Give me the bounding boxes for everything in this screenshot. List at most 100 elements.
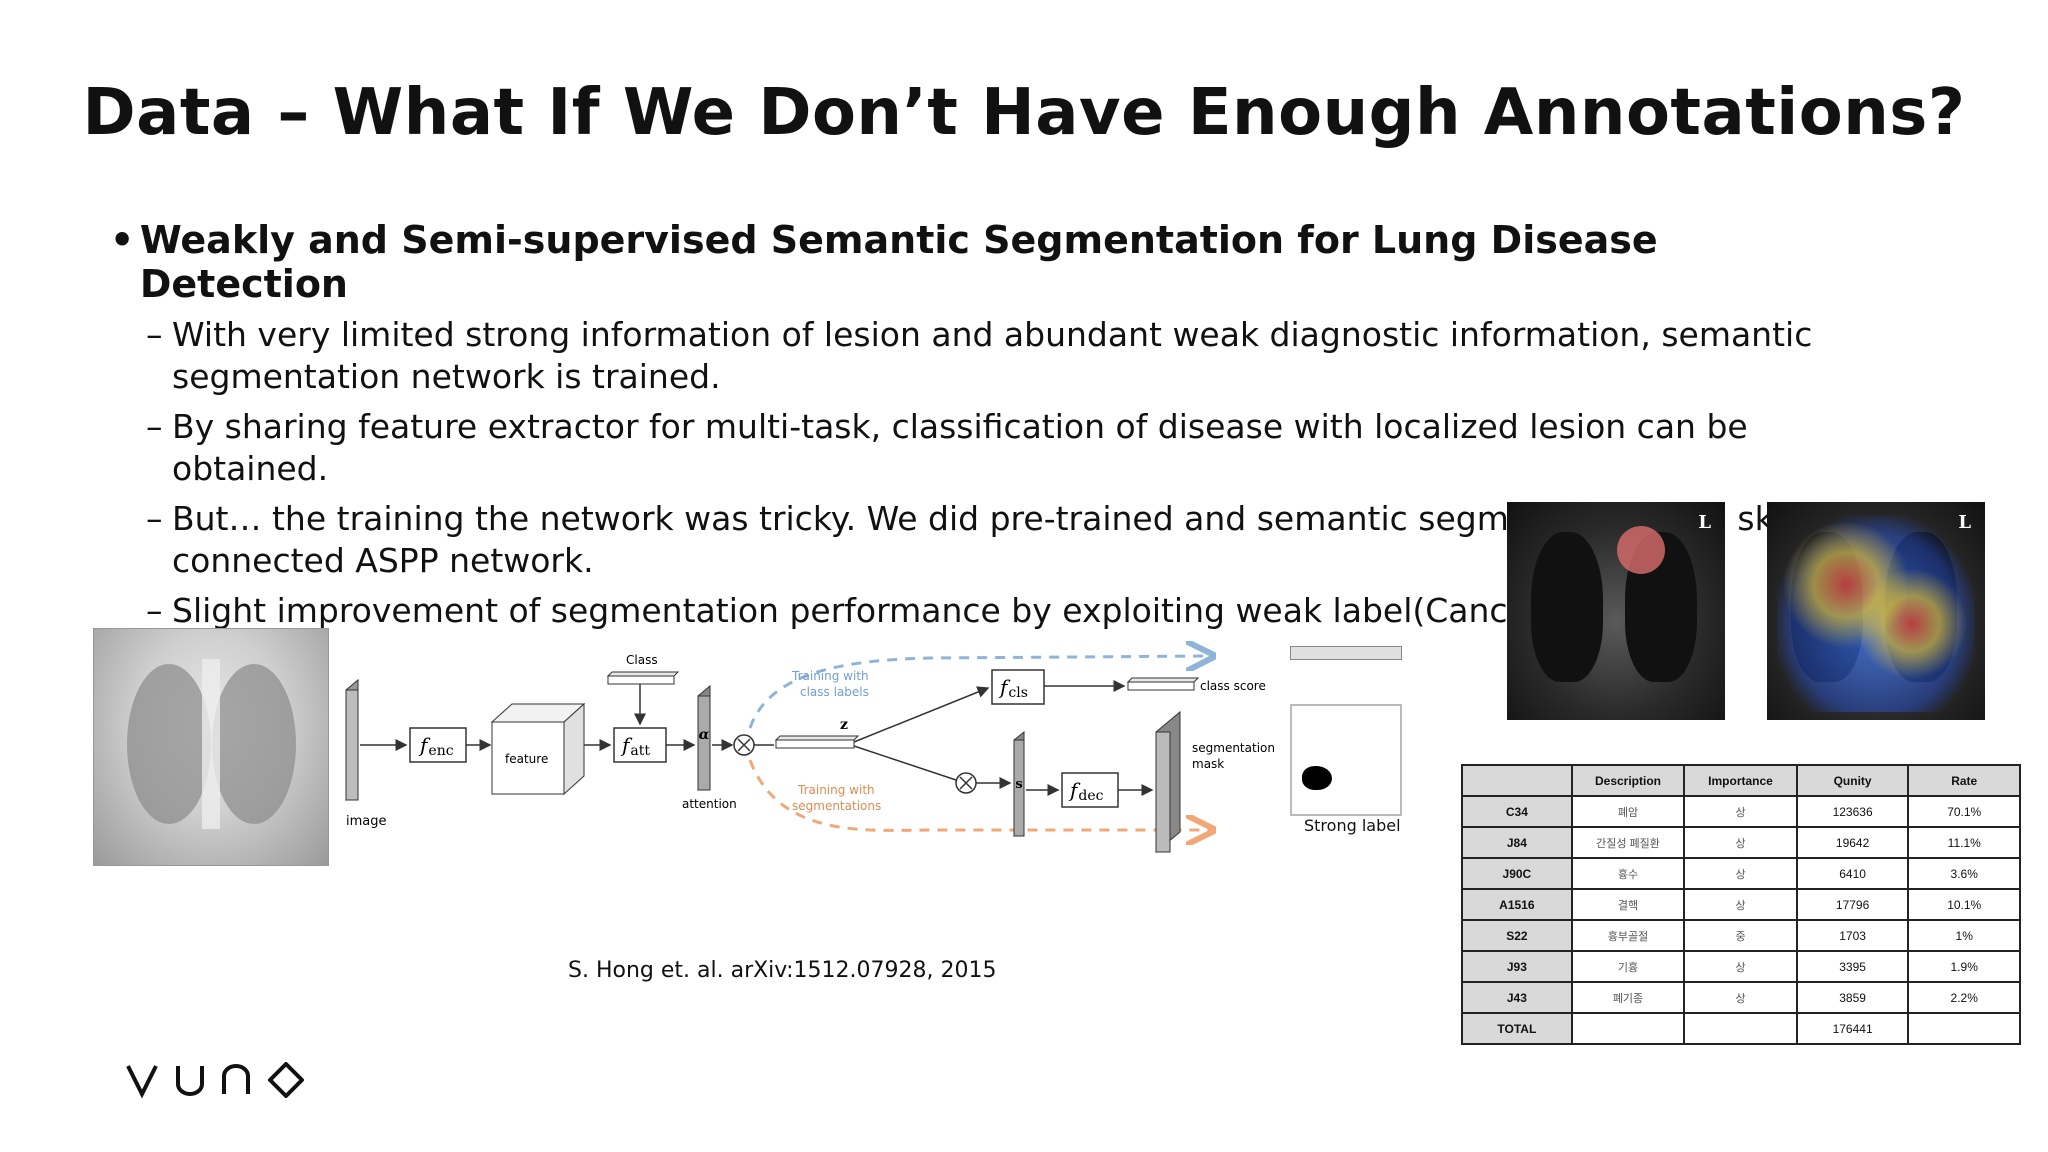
bullet-dash: – [146,499,163,538]
table-cell: 11.1% [1907,826,2021,859]
main-bullet-text: Weakly and Semi-supervised Semantic Segm… [139,218,1658,306]
table-row: J43 폐기종 상 3859 2.2% [1461,981,2021,1014]
table-row: J90C 흉수 상 6410 3.6% [1461,857,2021,890]
table-cell: A1516 [1461,888,1573,921]
table-cell: J90C [1461,857,1573,890]
table-cell: 17796 [1795,888,1910,921]
table-cell: 상 [1683,981,1798,1014]
table-cell: TOTAL [1461,1012,1573,1045]
alpha-label: α [699,727,710,743]
multiply-node [955,772,977,794]
table-cell: 폐암 [1570,795,1686,828]
arrow [853,686,990,743]
s-slab: s [1013,730,1025,838]
sub-bullet: – With very limited strong information o… [146,314,1870,398]
sub-bullet-text: Slight improvement of segmentation perfo… [172,591,1555,630]
table-cell: 결핵 [1570,888,1686,921]
table-row: J93 기흉 상 3395 1.9% [1461,950,2021,983]
chest-xray-input [93,628,329,866]
chest-xray-lungs [127,659,296,829]
attention-slab: α [697,684,711,792]
table-cell: 3395 [1795,950,1910,983]
sub-bullet-text: With very limited strong information of … [172,315,1813,396]
table-row: S22 흉부골절 중 1703 1% [1461,919,2021,952]
table-cell: J43 [1461,981,1573,1014]
table-header-row: Description Importance Qunity Rate [1461,764,2021,797]
strong-label-image [1290,704,1402,816]
table-cell: 상 [1683,950,1798,983]
vuno-logo [126,1062,304,1098]
ground-truth-lesion [1617,526,1665,574]
class-vector [606,671,680,685]
class-training-path [748,656,1210,729]
table-cell [1570,1012,1686,1045]
main-bullet: • Weakly and Semi-supervised Semantic Se… [110,218,1870,306]
lesion-blob [1302,766,1332,790]
table-cell: 70.1% [1907,795,2021,828]
bullet-dash: – [146,315,163,354]
table-cell: 10.1% [1907,888,2021,921]
table-cell [1907,1012,2021,1045]
table-header: Description [1570,764,1686,797]
class-score-vector [1126,677,1200,691]
seg-mask-text-2: mask [1192,757,1224,771]
segmentation-training-path [748,759,1210,830]
table-cell: 흉수 [1570,857,1686,890]
table-cell: 중 [1683,919,1798,952]
table-cell: 폐기종 [1570,981,1686,1014]
bullet-dash: – [146,591,163,630]
z-vector [774,735,860,749]
fcls-box: fcls [991,669,1045,705]
table-row: C34 폐암 상 123636 70.1% [1461,795,2021,828]
bullet-dot: • [110,218,135,262]
slide-title: Data – What If We Don’t Have Enough Anno… [82,76,1966,150]
table-cell: 1% [1907,919,2021,952]
weak-label-bar [1290,646,1402,660]
xray-side-marker: L [1958,512,1971,533]
multiply-node [733,734,755,756]
train-class-text-2: class labels [800,685,869,699]
table-cell: 176441 [1795,1012,1910,1045]
image-label: image [346,814,387,829]
seg-mask-text-1: segmentation [1192,741,1275,755]
network-diagram: image fenc feature Class fatt α attentio… [345,640,1275,854]
table-cell: J93 [1461,950,1573,983]
table-cell: 3859 [1795,981,1910,1014]
table-row: J84 간질성 폐질환 상 19642 11.1% [1461,826,2021,859]
train-seg-text-2: segmentations [792,799,881,813]
sub-bullet: – By sharing feature extractor for multi… [146,406,1870,490]
sub-bullet: – Slight improvement of segmentation per… [146,590,1870,632]
bullet-dash: – [146,407,163,446]
class-label: Class [626,653,658,667]
class-score-label: class score [1200,679,1266,693]
table-cell: 기흉 [1570,950,1686,983]
table-cell: 흉부골절 [1570,919,1686,952]
lung-left [1531,532,1603,682]
segmentation-mask-slab [1155,710,1181,854]
table-row: A1516 결핵 상 17796 10.1% [1461,888,2021,921]
ground-truth-xray: L [1507,502,1725,720]
table-cell: 간질성 폐질환 [1570,826,1686,859]
s-label: s [1015,777,1022,792]
table-cell: 상 [1683,888,1798,921]
image-slab [345,678,359,802]
table-header [1461,764,1573,797]
table-header: Qunity [1795,764,1910,797]
feature-cube: feature [490,702,586,796]
attention-label: attention [682,797,737,811]
disease-code-table: Description Importance Qunity Rate C34 폐… [1461,764,2021,1045]
train-class-text-1: Training with [791,669,869,683]
table-cell: 6410 [1795,857,1910,890]
table-header: Importance [1683,764,1798,797]
fatt-box: fatt [613,727,667,763]
table-header: Rate [1907,764,2021,797]
z-label: z [840,717,848,733]
citation: S. Hong et. al. arXiv:1512.07928, 2015 [568,958,997,983]
feature-label: feature [505,752,548,766]
fenc-box: fenc [409,727,467,763]
prediction-heatmap [1777,516,1975,712]
xray-side-marker: L [1698,512,1711,533]
table-cell: S22 [1461,919,1573,952]
table-cell: 상 [1683,795,1798,828]
table-cell: 2.2% [1907,981,2021,1014]
